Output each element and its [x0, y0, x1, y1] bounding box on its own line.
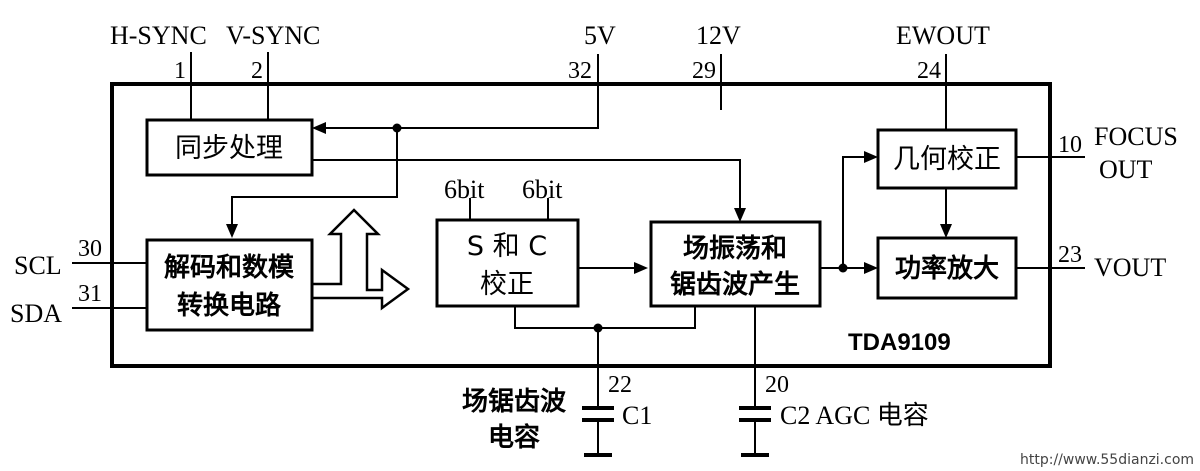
vsync-label: V-SYNC — [226, 21, 320, 50]
power-amp-block — [876, 236, 1018, 300]
pin-20-number: 20 — [765, 372, 789, 398]
focus-label-1: FOCUS — [1094, 122, 1178, 151]
scl-label: SCL — [14, 251, 62, 280]
sc-block-label-2: 校正 — [480, 269, 534, 300]
power-block-label: 功率放大 — [895, 253, 999, 284]
ramp-block-label-2: 锯齿波产生 — [670, 270, 800, 300]
pin-2-number: 2 — [251, 58, 263, 84]
sda-label: SDA — [10, 299, 62, 328]
decoder-block-label-1: 解码和数模 — [164, 253, 295, 283]
pin-1-number: 1 — [174, 58, 186, 84]
vout-label: VOUT — [1094, 253, 1166, 282]
arrow-to-ramp — [734, 208, 746, 222]
c2-label: C2 AGC 电容 — [780, 401, 929, 430]
ramp-to-geometry-wire — [842, 156, 872, 268]
data-bus-arrow — [310, 208, 411, 311]
pin-10-number: 10 — [1058, 132, 1082, 158]
pin-31-number: 31 — [78, 281, 102, 307]
5v-label: 5V — [584, 21, 616, 50]
supply-to-decoder-wire — [231, 128, 398, 232]
c1-desc-2: 电容 — [488, 422, 540, 453]
bit-a-label: 6bit — [444, 175, 485, 204]
pin-30-number: 30 — [78, 236, 102, 262]
pin-32-number: 32 — [568, 58, 592, 84]
arrow-to-power — [864, 262, 878, 274]
c1-desc-1: 场锯齿波 — [462, 387, 567, 417]
supply-wire — [316, 84, 599, 129]
sync-to-ramp-wire — [312, 159, 741, 216]
c1-label: C1 — [622, 401, 652, 430]
decoder-block — [145, 238, 314, 332]
arrow-sc-ramp — [634, 262, 648, 274]
hsync-label: H-SYNC — [110, 21, 207, 50]
geometry-block-label: 几何校正 — [893, 144, 1001, 175]
sync-block-label: 同步处理 — [175, 133, 283, 164]
pin-29-number: 29 — [692, 58, 716, 84]
sc-correction-block — [435, 218, 580, 308]
arrow-to-decoder — [226, 224, 238, 238]
12v-label: 12V — [696, 21, 741, 50]
arrow-geo-power — [940, 224, 952, 238]
arrow-to-geometry — [864, 151, 878, 163]
decoder-block-label-2: 转换电路 — [177, 290, 282, 321]
geometry-block — [876, 128, 1018, 190]
sc-bottom-wire — [514, 306, 696, 329]
sync-block — [145, 118, 314, 177]
ic-outline — [110, 82, 1052, 368]
ewout-label: EWOUT — [896, 21, 990, 50]
ramp-block-label-1: 场振荡和 — [683, 234, 787, 264]
arrow-to-sync — [312, 122, 326, 134]
pin-23-number: 23 — [1058, 242, 1082, 268]
pin-22-number: 22 — [608, 372, 632, 398]
pin-24-number: 24 — [917, 58, 941, 84]
chip-name: TDA9109 — [848, 329, 951, 356]
ramp-generator-block — [649, 220, 822, 308]
focus-label-2: OUT — [1099, 155, 1153, 184]
bit-b-label: 6bit — [522, 175, 563, 204]
sc-block-label-1: S 和 C — [467, 231, 547, 262]
watermark: http://www.55dianzi.com — [1020, 452, 1194, 468]
